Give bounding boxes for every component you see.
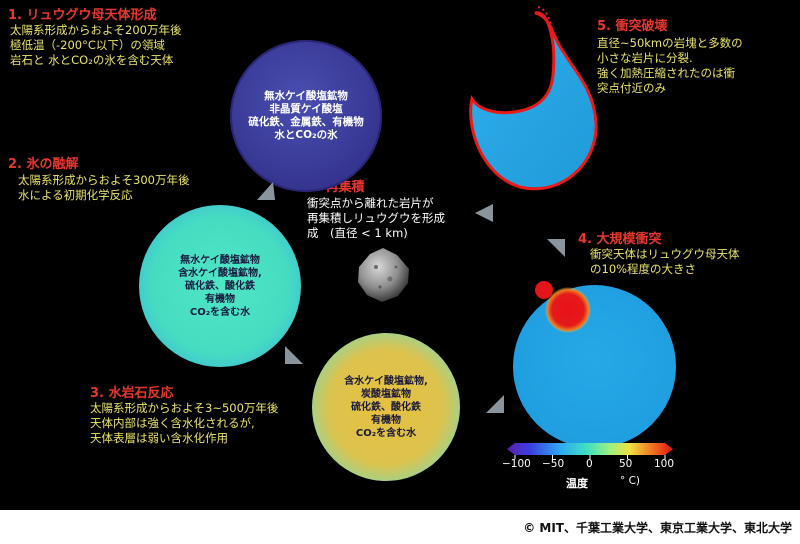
step6-description: 衝突点から離れた岩片が 再集積しリュウグウを形成 成 (直径 < 1 km)	[307, 196, 445, 241]
circle1-line: 非晶質ケイ酸塩	[269, 103, 343, 115]
colorbar-tick: 50	[619, 458, 633, 470]
step4-line: 衝突天体はリュウグウ母天体	[590, 247, 740, 261]
step5-line: 直径~50kmの岩塊と多数の	[597, 36, 743, 50]
circle2-line: 含水ケイ酸塩鉱物,	[178, 267, 262, 279]
step2-line: 水による初期化学反応	[18, 188, 133, 202]
ryugu-asteroid-image	[358, 248, 409, 302]
circle2-line: 硫化鉄、酸化鉄	[185, 280, 255, 292]
temperature-colorbar	[507, 443, 673, 459]
flow-arrow-1-to-2	[257, 182, 275, 200]
circle3-line: CO₂を含む水	[355, 427, 417, 439]
colorbar-tick: −100	[502, 458, 531, 470]
step3-description: 太陽系形成からおよそ3~500万年後 天体内部は強く含水化されるが, 天体表層は…	[90, 401, 278, 446]
circle3-line: 硫化鉄、酸化鉄	[351, 401, 421, 413]
step5-line: 小さな岩片に分裂.	[597, 51, 693, 65]
circle1-line: 硫化鉄、金属鉄、有機物	[248, 116, 364, 128]
circle3-line: 含水ケイ酸塩鉱物,	[344, 375, 428, 387]
diagram-scene: 1. リュウグウ母天体形成 太陽系形成からおよそ200万年後 極低温（-200°…	[0, 0, 800, 510]
parent-body-initial-circle: 無水ケイ酸塩鉱物 非晶質ケイ酸塩 硫化鉄、金属鉄、有機物 水とCO₂の氷	[230, 40, 382, 192]
step1-title: 1. リュウグウ母天体形成	[8, 8, 157, 23]
aqueous-alteration-circle: 含水ケイ酸塩鉱物, 炭酸塩鉱物 硫化鉄、酸化鉄 有機物 CO₂を含む水	[312, 333, 460, 481]
circle3-line: 有機物	[371, 414, 401, 426]
circle2-line: CO₂を含む水	[189, 306, 251, 318]
circle3-line: 炭酸塩鉱物	[361, 388, 411, 400]
colorbar-tick: −50	[542, 458, 565, 470]
flow-arrow-4-to-5	[547, 239, 565, 257]
step5-description: 直径~50kmの岩塊と多数の 小さな岩片に分裂. 強く加熱圧縮されたのは衝 突点…	[597, 36, 743, 96]
step6-line: 再集積しリュウグウを形成	[307, 211, 445, 225]
step6-line: 成 (直径 < 1 km)	[307, 226, 408, 240]
colorbar-tick: 100	[654, 458, 675, 470]
circle1-line: 水とCO₂の氷	[274, 129, 338, 141]
circle2-line: 有機物	[205, 293, 235, 305]
step4-description: 衝突天体はリュウグウ母天体 の10%程度の大きさ	[590, 247, 740, 277]
colorbar-unit: ° C)	[620, 475, 641, 487]
colorbar-tick: 0	[586, 458, 593, 470]
impact-body-circle	[513, 285, 676, 448]
step5-title: 5. 衝突破壊	[597, 19, 668, 34]
impact-hotspot	[535, 281, 591, 333]
step6-line: 衝突点から離れた岩片が	[307, 196, 434, 210]
step3-line: 天体表層は弱い含水化作用	[90, 431, 228, 445]
step3-line: 太陽系形成からおよそ3~500万年後	[90, 401, 279, 415]
step3-line: 天体内部は強く含水化されるが,	[90, 416, 255, 430]
step4-title: 4. 大規模衝突	[578, 232, 662, 247]
step1-line: 太陽系形成からおよそ200万年後	[10, 23, 182, 37]
ice-melting-circle: 無水ケイ酸塩鉱物 含水ケイ酸塩鉱物, 硫化鉄、酸化鉄 有機物 CO₂を含む水	[139, 205, 301, 367]
flow-arrow-3-to-4	[486, 395, 504, 413]
colorbar-label: 温度	[566, 477, 588, 490]
colorbar-tick-labels: −100 −50 0 50 100	[502, 458, 678, 472]
step2-title: 2. 氷の融解	[8, 157, 79, 172]
disruption-crescent	[469, 6, 598, 191]
copyright-notice: © MIT、千葉工業大学、東京工業大学、東北大学	[523, 521, 792, 535]
step4-line: の10%程度の大きさ	[590, 262, 697, 276]
circle2-line: 無水ケイ酸塩鉱物	[180, 254, 260, 266]
step2-line: 太陽系形成からおよそ300万年後	[18, 173, 190, 187]
step5-line: 強く加熱圧縮されたのは衝	[597, 66, 735, 80]
step1-description: 太陽系形成からおよそ200万年後 極低温（-200°C以下）の領域 岩石と 水と…	[10, 23, 181, 68]
step2-description: 太陽系形成からおよそ300万年後 水による初期化学反応	[18, 173, 189, 203]
step1-line: 極低温（-200°C以下）の領域	[10, 38, 165, 52]
circle1-line: 無水ケイ酸塩鉱物	[264, 90, 348, 102]
step1-line: 岩石と 水とCO₂の氷を含む天体	[10, 53, 174, 67]
flow-arrow-2-to-3	[285, 346, 303, 364]
step5-line: 突点付近のみ	[597, 81, 666, 95]
step3-title: 3. 水岩石反応	[90, 386, 174, 401]
flow-arrow-5-to-6	[475, 204, 493, 222]
